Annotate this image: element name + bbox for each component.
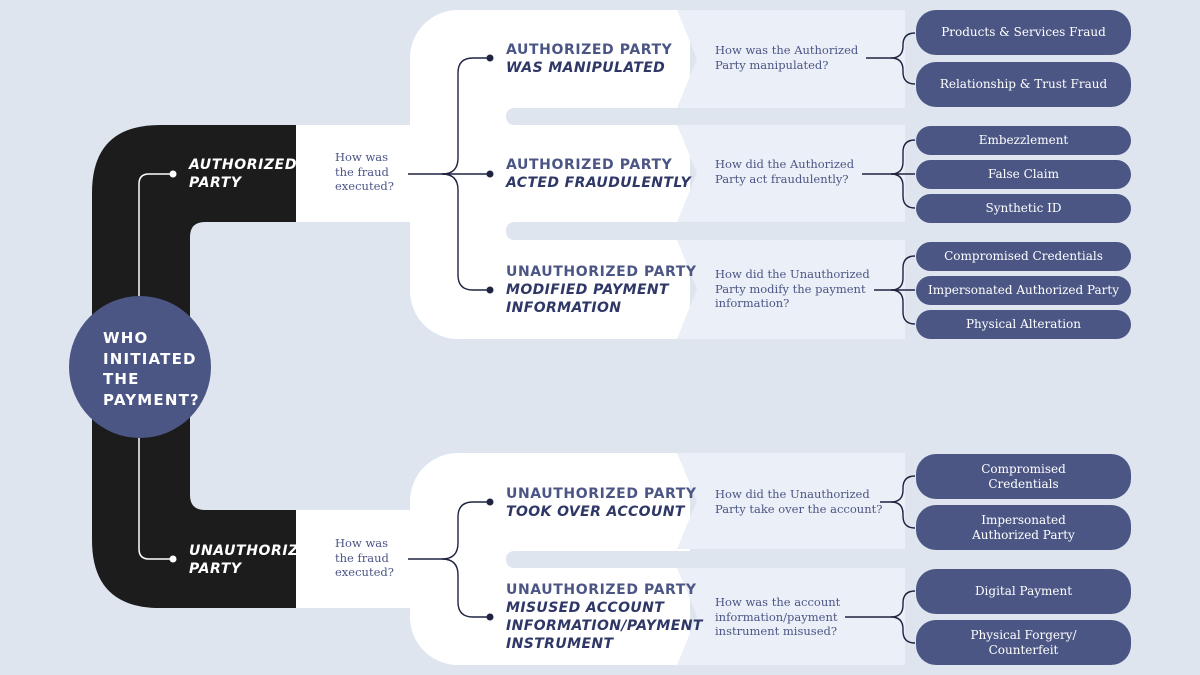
authorized-execution-question: How was the fraud executed?: [335, 150, 394, 194]
question-line: Party take over the account?: [715, 501, 883, 516]
question-line: How did the Unauthorized: [715, 267, 870, 281]
root-line: PAYMENT?: [103, 390, 200, 409]
question-line: information/payment: [715, 609, 838, 624]
leaf-text: Impersonated Authorized Party: [928, 283, 1120, 297]
leaf-text: Embezzlement: [978, 133, 1069, 147]
label-line: AUTHORIZED: [189, 157, 298, 173]
unauthorized-execution-question: How was the fraud executed?: [335, 536, 394, 580]
branch-subtitle-line: INFORMATION/PAYMENT: [506, 618, 703, 634]
label-line: PARTY: [189, 175, 242, 191]
leaf-compromised-credentials: Compromised Credentials: [916, 242, 1131, 271]
branch-subtitle-line: MODIFIED PAYMENT: [506, 282, 669, 298]
question-line: How did the Unauthorized: [715, 487, 870, 501]
branch-question-acted-fraudulently: How did the Authorized Party act fraudul…: [715, 157, 854, 186]
branch-subtitle-line: INFORMATION: [506, 300, 622, 316]
branch-question-manipulated: How was the Authorized Party manipulated…: [715, 43, 858, 72]
question-line: information?: [715, 296, 790, 310]
branch-subtitle-line: ACTED FRAUDULENTLY: [506, 175, 692, 191]
branch-title-misused-account: UNAUTHORIZED PARTY MISUSED ACCOUNT INFOR…: [506, 581, 703, 653]
question-line: instrument misused?: [715, 624, 838, 638]
question-line: Party modify the payment: [715, 281, 866, 296]
branch-title-line: AUTHORIZED PARTY: [506, 42, 673, 58]
lower-question-panel: [296, 510, 414, 608]
leaf-text: Credentials: [988, 476, 1059, 491]
branch-title-line: UNAUTHORIZED PARTY: [506, 486, 697, 502]
authorized-party-label: AUTHORIZED PARTY: [189, 156, 297, 192]
branch-title-line: UNAUTHORIZED PARTY: [506, 264, 697, 280]
branch-subtitle-line: INSTRUMENT: [506, 636, 614, 652]
question-line: How was the account: [715, 595, 841, 609]
leaf-text: Authorized Party: [972, 527, 1075, 542]
leaf-text: Synthetic ID: [985, 201, 1062, 215]
question-line: Party act fraudulently?: [715, 171, 849, 186]
leaf-compromised-credentials-ato: Compromised Credentials: [916, 454, 1131, 499]
question-line: executed?: [335, 179, 394, 193]
root-question: WHO INITIATED THE PAYMENT?: [69, 296, 211, 438]
question-line: How was the Authorized: [715, 43, 859, 57]
branch-title-manipulated: AUTHORIZED PARTY WAS MANIPULATED: [506, 41, 672, 77]
branch-question-misused-account: How was the account information/payment …: [715, 595, 840, 639]
leaf-text: Counterfeit: [988, 642, 1059, 657]
branch-subtitle-line: TOOK OVER ACCOUNT: [506, 504, 685, 520]
branch-title-modified-payment: UNAUTHORIZED PARTY MODIFIED PAYMENT INFO…: [506, 263, 697, 317]
leaf-products-services-fraud: Products & Services Fraud: [916, 10, 1131, 55]
leaf-text: Products & Services Fraud: [941, 25, 1106, 39]
root-line: WHO: [103, 329, 149, 347]
question-line: executed?: [335, 565, 394, 579]
leaf-synthetic-id: Synthetic ID: [916, 194, 1131, 223]
leaf-text: Compromised: [981, 461, 1066, 476]
branch-title-took-over-account: UNAUTHORIZED PARTY TOOK OVER ACCOUNT: [506, 485, 697, 521]
root-line: THE: [103, 370, 140, 388]
branch-title-line: AUTHORIZED PARTY: [506, 157, 673, 173]
branch-question-modified-payment: How did the Unauthorized Party modify th…: [715, 267, 870, 311]
leaf-text: Relationship & Trust Fraud: [939, 77, 1108, 91]
leaf-text-group: Impersonated Authorized Party: [972, 513, 1075, 543]
leaf-embezzlement: Embezzlement: [916, 126, 1131, 155]
leaf-false-claim: False Claim: [916, 160, 1131, 189]
branch-title-acted-fraudulently: AUTHORIZED PARTY ACTED FRAUDULENTLY: [506, 156, 691, 192]
question-line: How was: [335, 536, 389, 550]
leaf-text-group: Physical Forgery/ Counterfeit: [970, 628, 1076, 658]
branch-title-line: UNAUTHORIZED PARTY: [506, 582, 697, 598]
question-line: How was: [335, 150, 389, 164]
leaf-digital-payment: Digital Payment: [916, 569, 1131, 614]
leaf-text-group: Compromised Credentials: [981, 462, 1066, 492]
leaf-text: Physical Alteration: [965, 317, 1082, 331]
label-line: UNAUTHORIZED: [189, 543, 322, 559]
leaf-impersonated-authorized-party: Impersonated Authorized Party: [916, 276, 1131, 305]
label-line: PARTY: [189, 561, 242, 577]
question-line: How did the Authorized: [715, 157, 855, 171]
question-line: Party manipulated?: [715, 57, 829, 72]
leaf-impersonated-authorized-party-ato: Impersonated Authorized Party: [916, 505, 1131, 550]
root-line: INITIATED: [103, 349, 197, 368]
leaf-text: False Claim: [988, 167, 1059, 181]
leaf-text: Compromised Credentials: [944, 249, 1103, 263]
leaf-physical-alteration: Physical Alteration: [916, 310, 1131, 339]
question-line: the fraud: [335, 164, 389, 179]
branch-question-took-over-account: How did the Unauthorized Party take over…: [715, 487, 882, 516]
unauthorized-party-label: UNAUTHORIZED PARTY: [189, 542, 321, 578]
leaf-physical-forgery-counterfeit: Physical Forgery/ Counterfeit: [916, 620, 1131, 665]
leaf-text: Physical Forgery/: [970, 627, 1077, 642]
branch-subtitle-line: MISUSED ACCOUNT: [506, 600, 665, 616]
question-line: the fraud: [335, 550, 389, 565]
leaf-text: Impersonated: [981, 512, 1066, 527]
upper-question-panel: [296, 125, 414, 222]
branch-subtitle-line: WAS MANIPULATED: [506, 60, 666, 76]
leaf-text: Digital Payment: [974, 584, 1073, 598]
leaf-relationship-trust-fraud: Relationship & Trust Fraud: [916, 62, 1131, 107]
